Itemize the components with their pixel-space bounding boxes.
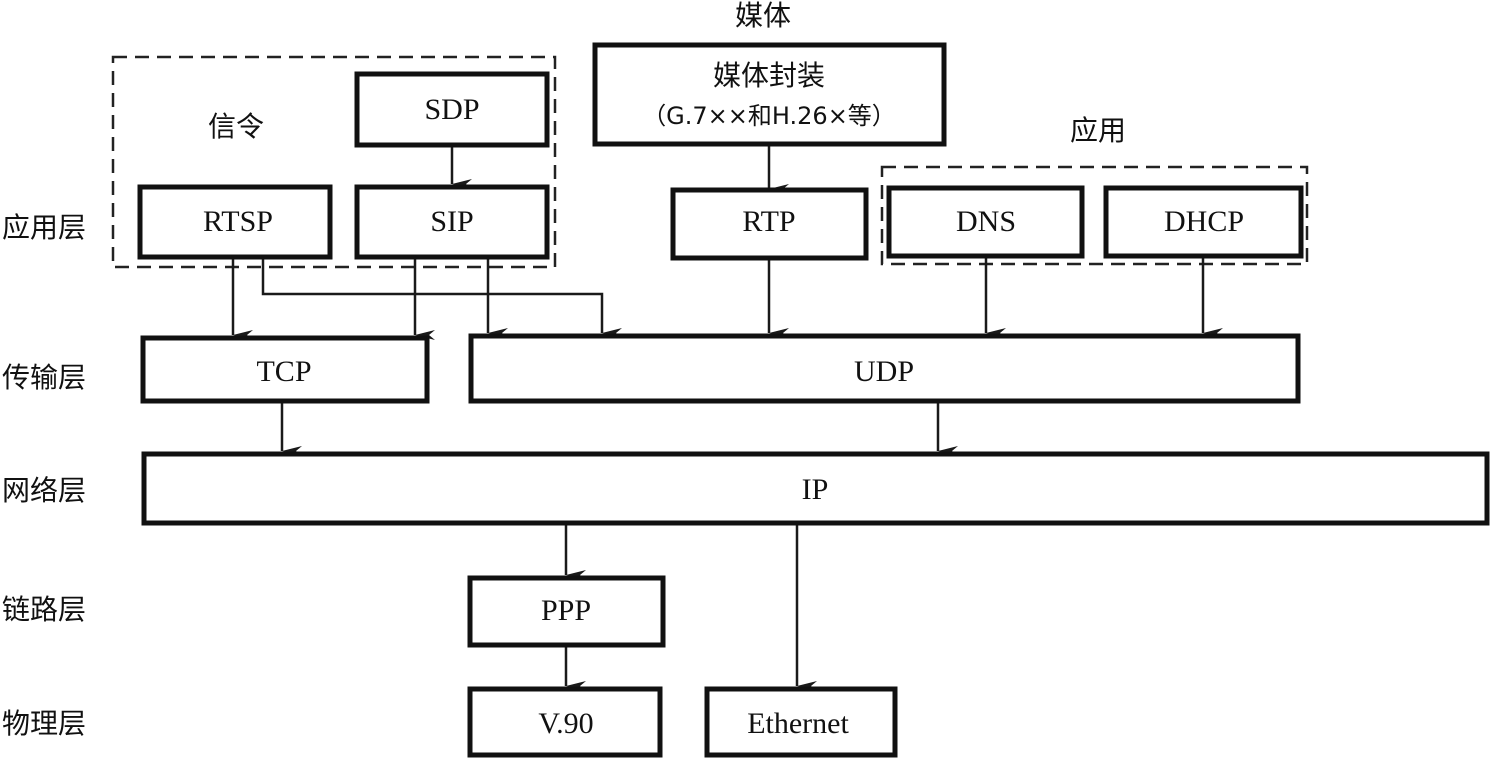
node-rtp-label: RTP [742, 205, 795, 238]
node-rtsp-box [137, 184, 333, 260]
layer-label-physical: 物理层 [2, 707, 86, 740]
node-media-encapsulation-box [592, 42, 947, 147]
node-rtsp-label: RTSP [203, 205, 273, 238]
signaling-group [111, 55, 557, 269]
node-ip-label: IP [802, 473, 829, 506]
applications-group-label: 应用 [1070, 114, 1126, 147]
node-tcp-label: TCP [256, 355, 311, 388]
node-rtp: RTP [670, 187, 869, 261]
signaling-group-label: 信令 [208, 110, 264, 143]
node-udp: UDP [468, 333, 1301, 404]
node-dhcp-box [1103, 185, 1304, 259]
node-ppp-box [467, 575, 666, 648]
node-ip: IP [141, 451, 1490, 526]
layer-label-network: 网络层 [2, 474, 86, 507]
node-ppp-label: PPP [541, 594, 591, 627]
node-sip-label: SIP [430, 205, 473, 238]
node-ethernet-box [704, 686, 898, 758]
node-rtp-box [670, 187, 869, 261]
node-ppp: PPP [467, 575, 666, 648]
node-sip: SIP [354, 184, 550, 260]
layer-label-link: 链路层 [2, 593, 86, 626]
node-ip-box [141, 451, 1490, 526]
node-tcp: TCP [140, 335, 430, 404]
node-sdp: SDP [354, 71, 550, 148]
media-group-label: 媒体 [735, 0, 791, 32]
node-dns-box [886, 185, 1085, 259]
node-udp-label: UDP [854, 355, 914, 388]
layer-label-application: 应用层 [2, 211, 86, 244]
node-dhcp-label: DHCP [1164, 205, 1244, 238]
node-sip-box [354, 184, 550, 260]
node-media-encapsulation-label: 媒体封装 [713, 59, 825, 92]
node-ethernet-label: Ethernet [747, 707, 849, 740]
layer-label-transport: 传输层 [2, 361, 86, 394]
node-dns: DNS [886, 185, 1085, 259]
node-v90: V.90 [467, 686, 663, 758]
node-dhcp: DHCP [1103, 185, 1304, 259]
edges [231, 145, 1223, 691]
node-rtsp: RTSP [137, 184, 333, 260]
node-sdp-label: SDP [424, 93, 479, 126]
node-sdp-box [354, 71, 550, 148]
node-ethernet: Ethernet [704, 686, 898, 758]
applications-group [880, 165, 1309, 266]
node-dns-label: DNS [956, 205, 1016, 238]
edge-rtsp-udp [261, 257, 622, 338]
node-media-encapsulation: 媒体封装 （G.7××和H.26×等） [592, 42, 947, 147]
node-tcp-box [140, 335, 430, 404]
node-v90-label: V.90 [538, 707, 593, 740]
node-v90-box [467, 686, 663, 758]
node-media-encapsulation-sublabel: （G.7××和H.26×等） [642, 102, 896, 130]
node-udp-box [468, 333, 1301, 404]
